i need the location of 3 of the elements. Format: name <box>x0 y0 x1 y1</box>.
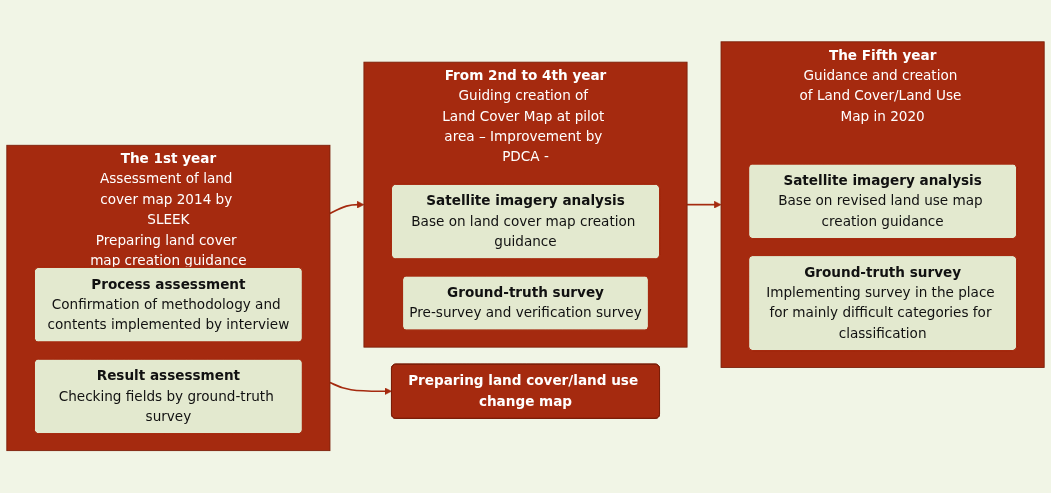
arrow <box>686 201 722 209</box>
arrow <box>329 201 365 215</box>
arrow <box>329 381 392 396</box>
